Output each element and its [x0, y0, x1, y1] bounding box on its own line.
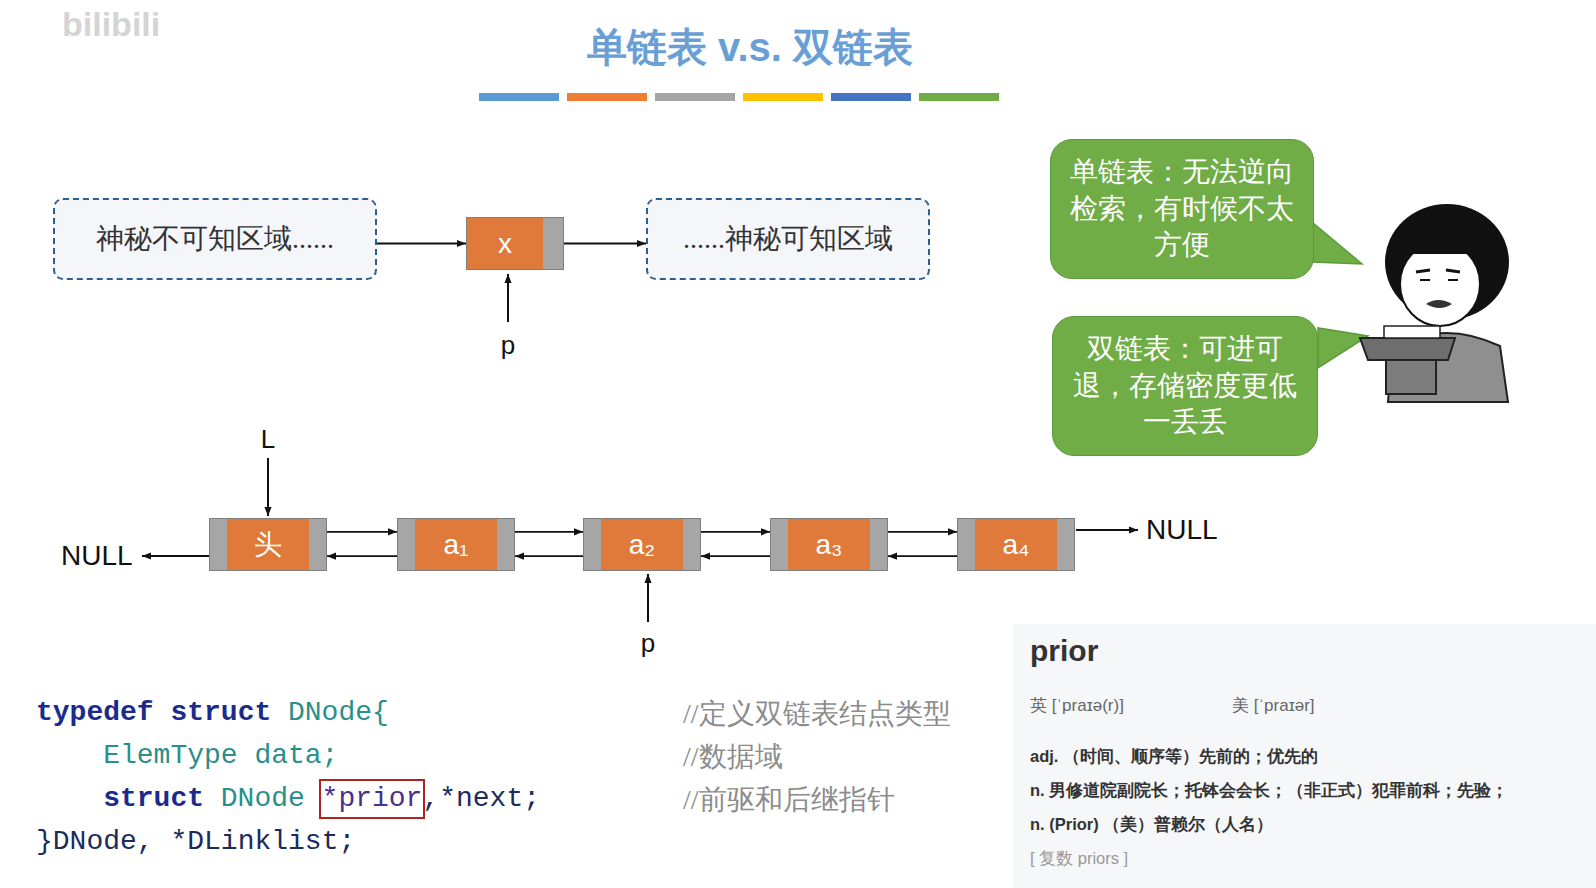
list-node: x	[466, 217, 564, 270]
code-type: DNode	[221, 782, 305, 816]
code-typename: }DNode, *DLinklist;	[36, 825, 355, 859]
color-bars	[479, 93, 999, 101]
node-label: x	[498, 227, 512, 261]
link-arrow	[327, 555, 397, 557]
pointer-label: L	[261, 424, 275, 455]
code-comment: //前驱和后继指针	[683, 783, 895, 817]
node-content: 神秘不可知区域......	[96, 222, 334, 256]
speech-bubble: 单链表：无法逆向检索，有时候不太方便	[1050, 139, 1314, 279]
link-arrow	[701, 531, 770, 533]
link-arrow	[701, 555, 770, 557]
node-label: a₃	[816, 528, 843, 562]
speech-bubble: 双链表：可进可退，存储密度更低一丢丢	[1052, 316, 1318, 456]
slide-title: 单链表 v.s. 双链表	[450, 20, 1050, 75]
code-type: DNode{	[288, 696, 389, 730]
code-comment: //定义双链表结点类型	[683, 697, 951, 731]
code-field: ElemType data;	[103, 739, 338, 773]
node-content: 单链表：无法逆向检索，有时候不太方便	[1067, 154, 1297, 263]
node-label: a₂	[629, 528, 655, 562]
list-node: a₂	[583, 518, 701, 571]
region-label: ......神秘可知区域	[683, 222, 893, 256]
node-label: 头	[254, 528, 282, 562]
node-content: a₁	[443, 528, 468, 562]
bubble-tails	[1312, 222, 1368, 368]
null-label: NULL	[1146, 513, 1218, 547]
speech-text: 单链表：无法逆向检索，有时候不太方便	[1067, 154, 1297, 263]
node-content: 头	[254, 528, 282, 562]
null-label: NULL	[61, 539, 133, 573]
link-arrow	[377, 243, 466, 245]
head-node: 头	[209, 518, 327, 571]
list-node: a₁	[397, 518, 515, 571]
link-arrow	[888, 555, 957, 557]
list-node: a₃	[770, 518, 888, 571]
node-label: a₄	[1002, 528, 1029, 562]
node-content: x	[498, 227, 512, 261]
node-content: a₂	[629, 528, 655, 562]
dictionary-entry: n. 男修道院副院长；托钵会会长；（非正式）犯罪前科；先验；	[1030, 780, 1508, 802]
link-arrow	[515, 555, 583, 557]
code-pointer: ,*next;	[422, 782, 540, 816]
pointer-label: p	[641, 628, 655, 659]
code-keyword: typedef struct	[36, 696, 271, 730]
speaker-figure	[1360, 204, 1509, 402]
dictionary-word: prior	[1030, 634, 1098, 668]
link-arrow	[515, 531, 583, 533]
dictionary-entry: [ 复数 priors ]	[1030, 848, 1128, 870]
list-node: a₄	[957, 518, 1075, 571]
pointer-arrows	[142, 274, 1138, 622]
region-label: 神秘不可知区域......	[96, 222, 334, 256]
link-arrow	[564, 243, 646, 245]
speech-text: 双链表：可进可退，存储密度更低一丢丢	[1069, 331, 1301, 440]
code-comment: //数据域	[683, 740, 783, 774]
node-content: 双链表：可进可退，存储密度更低一丢丢	[1069, 331, 1301, 440]
unknown-region-box: 神秘不可知区域......	[53, 198, 377, 280]
code-pointer: *prior	[322, 782, 423, 816]
dictionary-panel: prior 英 [ˈpraɪə(r)] 美 [ˈpraɪər] adj. （时间、顺序…	[1013, 624, 1596, 888]
dictionary-entry: adj. （时间、顺序等）先前的；优先的	[1030, 746, 1318, 768]
link-arrow	[888, 531, 957, 533]
node-content: a₃	[816, 528, 843, 562]
node-content: ......神秘可知区域	[683, 222, 893, 256]
node-label: a₁	[443, 528, 468, 562]
watermark: bilibili	[62, 4, 160, 45]
dictionary-entry: 美 [ˈpraɪər]	[1232, 694, 1315, 717]
node-content: a₄	[1002, 528, 1029, 562]
code-keyword: struct	[103, 782, 204, 816]
link-arrow	[327, 531, 397, 533]
known-region-box: ......神秘可知区域	[646, 198, 930, 280]
pointer-label: p	[501, 330, 515, 361]
dictionary-entry: n. (Prior) （美）普赖尔（人名）	[1030, 814, 1273, 836]
dictionary-entry: 英 [ˈpraɪə(r)]	[1030, 694, 1124, 717]
